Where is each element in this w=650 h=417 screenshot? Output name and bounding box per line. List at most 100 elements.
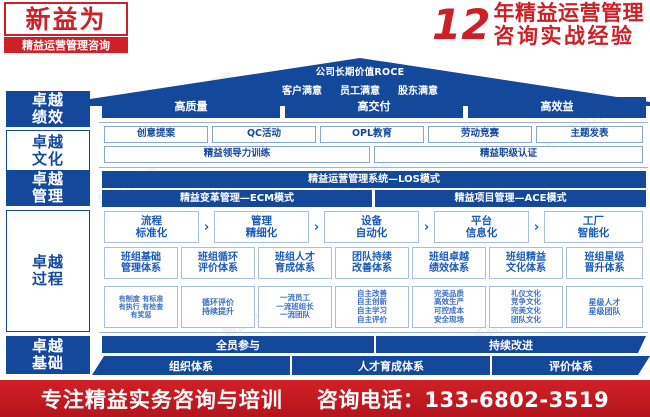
team-detail-lean-culture: 礼仪文化 竞争文化 完美文化 团队文化 <box>489 286 563 328</box>
detail-line: 一流班组长 <box>276 301 314 311</box>
team-system-basic-management[interactable]: 班组基础 管理体系 <box>104 247 178 279</box>
stage-line2: 精细化 <box>245 227 278 239</box>
system-line1: 班组基础 <box>121 251 161 263</box>
team-detail-talent-development: 一流员工 一流班组长 一流团队 <box>258 286 332 328</box>
system-line1: 班组星级 <box>584 251 625 263</box>
detail-line: 循环评价 <box>202 297 234 307</box>
system-line1: 班组卓越 <box>429 251 469 263</box>
foundation-system-organization[interactable]: 组织体系 <box>92 356 290 375</box>
culture-activity-label: QC活动 <box>246 128 282 140</box>
performance-high-efficiency[interactable]: 高效益 <box>468 97 646 118</box>
sidebar-item-excellent-process[interactable]: 卓越 过程 <box>6 210 90 332</box>
foundation-system-talent-development[interactable]: 人才育成体系 <box>292 356 490 375</box>
foundation-system-evaluation[interactable]: 评价体系 <box>492 356 650 375</box>
slogan-number: 12 <box>432 0 491 49</box>
team-system-talent-development[interactable]: 班组人才 育成体系 <box>258 247 332 279</box>
chevron-right-icon: › <box>530 211 543 243</box>
pillar-label-line2: 文化 <box>31 149 64 168</box>
logo-main-text: 新益为 <box>4 2 128 36</box>
culture-activity-idea-proposal[interactable]: 创意提案 <box>104 126 208 143</box>
culture-frame-top <box>99 122 648 123</box>
detail-line: 有执行 有检查 <box>118 302 164 311</box>
team-system-star-promotion[interactable]: 班组星级 晋升体系 <box>566 247 643 279</box>
culture-activity-opl[interactable]: OPL教育 <box>320 126 424 143</box>
culture-program-lean-rank-certification[interactable]: 精益职级认证 <box>374 146 643 163</box>
process-stage-process-standardization[interactable]: 流程 标准化 <box>104 211 199 243</box>
team-system-excellent-performance[interactable]: 班组卓越 绩效体系 <box>412 247 486 279</box>
culture-activity-qc[interactable]: QC活动 <box>212 126 316 143</box>
team-detail-continuous-improvement: 自主改善 自主创新 自主学习 自主评价 <box>335 286 409 328</box>
process-stage-factory-intelligentization[interactable]: 工厂 智能化 <box>544 211 643 243</box>
foundation-principle-continuous-improvement[interactable]: 持续改进 <box>376 336 646 353</box>
team-system-continuous-improvement[interactable]: 团队持续 改善体系 <box>335 247 409 279</box>
sidebar-item-excellent-culture[interactable]: 卓越 文化 <box>6 130 90 171</box>
stage-line1: 工厂 <box>583 214 604 227</box>
process-frame-bottom <box>99 332 648 333</box>
performance-high-delivery[interactable]: 高交付 <box>285 97 463 118</box>
stage-line1: 设备 <box>361 214 382 227</box>
pillar-label-line1: 卓越 <box>31 132 64 151</box>
detail-line: 自主学习 <box>357 306 387 315</box>
detail-line: 星级人才 <box>588 297 621 307</box>
process-stage-equipment-automation[interactable]: 设备 自动化 <box>324 211 419 243</box>
stage-line1: 管理 <box>251 214 272 227</box>
process-stage-management-refinement[interactable]: 管理 精细化 <box>214 211 309 243</box>
stage-line1: 平台 <box>471 214 492 227</box>
stage-line2: 自动化 <box>355 227 388 239</box>
culture-activity-theme-presentation[interactable]: 主题发表 <box>536 126 643 143</box>
detail-line: 星级团队 <box>588 307 621 316</box>
logo-sub-text: 精益运营管理咨询 <box>4 37 128 53</box>
performance-high-quality[interactable]: 高质量 <box>102 97 280 118</box>
detail-line: 自主创新 <box>357 297 387 307</box>
culture-program-lean-leadership[interactable]: 精益领导力训练 <box>104 146 370 163</box>
sidebar-item-excellent-performance[interactable]: 卓越 绩效 <box>6 91 90 127</box>
detail-line: 完美文化 <box>511 306 541 315</box>
pillar-label-line1: 卓越 <box>31 91 64 110</box>
detail-line: 自主改善 <box>357 288 387 298</box>
team-system-lean-culture[interactable]: 班组精益 文化体系 <box>489 247 563 279</box>
detail-line: 竞争文化 <box>511 297 541 307</box>
pillar-label-line2: 管理 <box>31 187 64 205</box>
slogan-lines: 年精益运营管理 咨询实战经验 <box>494 2 645 47</box>
arrow-glyph: › <box>313 219 320 235</box>
diagram-body: 新益为咨询 新益为咨询 新益为咨询 新益为咨询 新益为咨询 新益为咨询 新益为咨… <box>0 58 650 380</box>
pillar-label-line1: 卓越 <box>31 337 64 356</box>
management-ace-mode[interactable]: 精益项目管理—ACE模式 <box>375 190 646 207</box>
footer-tagline: 专注精益实务咨询与培训 <box>40 387 283 412</box>
pillar-label-line2: 过程 <box>31 270 64 288</box>
management-los-system[interactable]: 精益运营管理系统—LOS模式 <box>102 171 646 188</box>
culture-activity-label: OPL教育 <box>351 128 393 140</box>
culture-activity-label: 劳动竞赛 <box>460 128 499 140</box>
culture-activity-labor-competition[interactable]: 劳动竞赛 <box>428 126 532 143</box>
team-system-cycle-evaluation[interactable]: 班组循环 评价体系 <box>181 247 255 279</box>
detail-line: 一流员工 <box>280 293 310 303</box>
stage-line2: 信息化 <box>465 227 498 239</box>
detail-line: 高效生产 <box>434 297 464 307</box>
detail-line: 礼仪文化 <box>511 288 541 298</box>
system-line1: 班组人才 <box>275 251 315 263</box>
pillar-label-line1: 卓越 <box>31 253 64 272</box>
detail-line: 完美品质 <box>434 288 464 298</box>
system-line1: 班组精益 <box>506 251 546 263</box>
pillar-label-line2: 基础 <box>31 354 64 372</box>
team-detail-cycle-evaluation: 循环评价 持续提升 <box>181 286 255 328</box>
footer-phone: 咨询电话：133-6802-3519 <box>316 387 610 412</box>
process-stage-platform-informatization[interactable]: 平台 信息化 <box>434 211 529 243</box>
foundation-principle-full-participation[interactable]: 全员参与 <box>102 336 374 353</box>
detail-line: 持续提升 <box>202 307 234 316</box>
management-mode-label: 精益项目管理—ACE模式 <box>454 192 567 204</box>
system-line2: 文化体系 <box>506 263 546 274</box>
management-ecm-mode[interactable]: 精益变革管理—ECM模式 <box>102 190 372 207</box>
arrow-glyph: › <box>203 219 210 235</box>
stage-line1: 流程 <box>141 214 162 227</box>
sidebar-item-excellent-foundation[interactable]: 卓越 基础 <box>6 336 90 374</box>
page-footer: 专注精益实务咨询与培训 咨询电话：133-6802-3519 <box>0 380 650 417</box>
arrow-glyph: › <box>423 219 430 235</box>
culture-program-label: 精益职级认证 <box>479 148 537 160</box>
detail-line: 自主评价 <box>357 314 387 324</box>
chevron-right-icon: › <box>420 211 433 243</box>
team-detail-excellent-performance: 完美品质 高效生产 可控成本 安全现场 <box>412 286 486 328</box>
stage-line2: 标准化 <box>135 227 168 239</box>
sidebar-item-excellent-management[interactable]: 卓越 管理 <box>6 170 90 206</box>
